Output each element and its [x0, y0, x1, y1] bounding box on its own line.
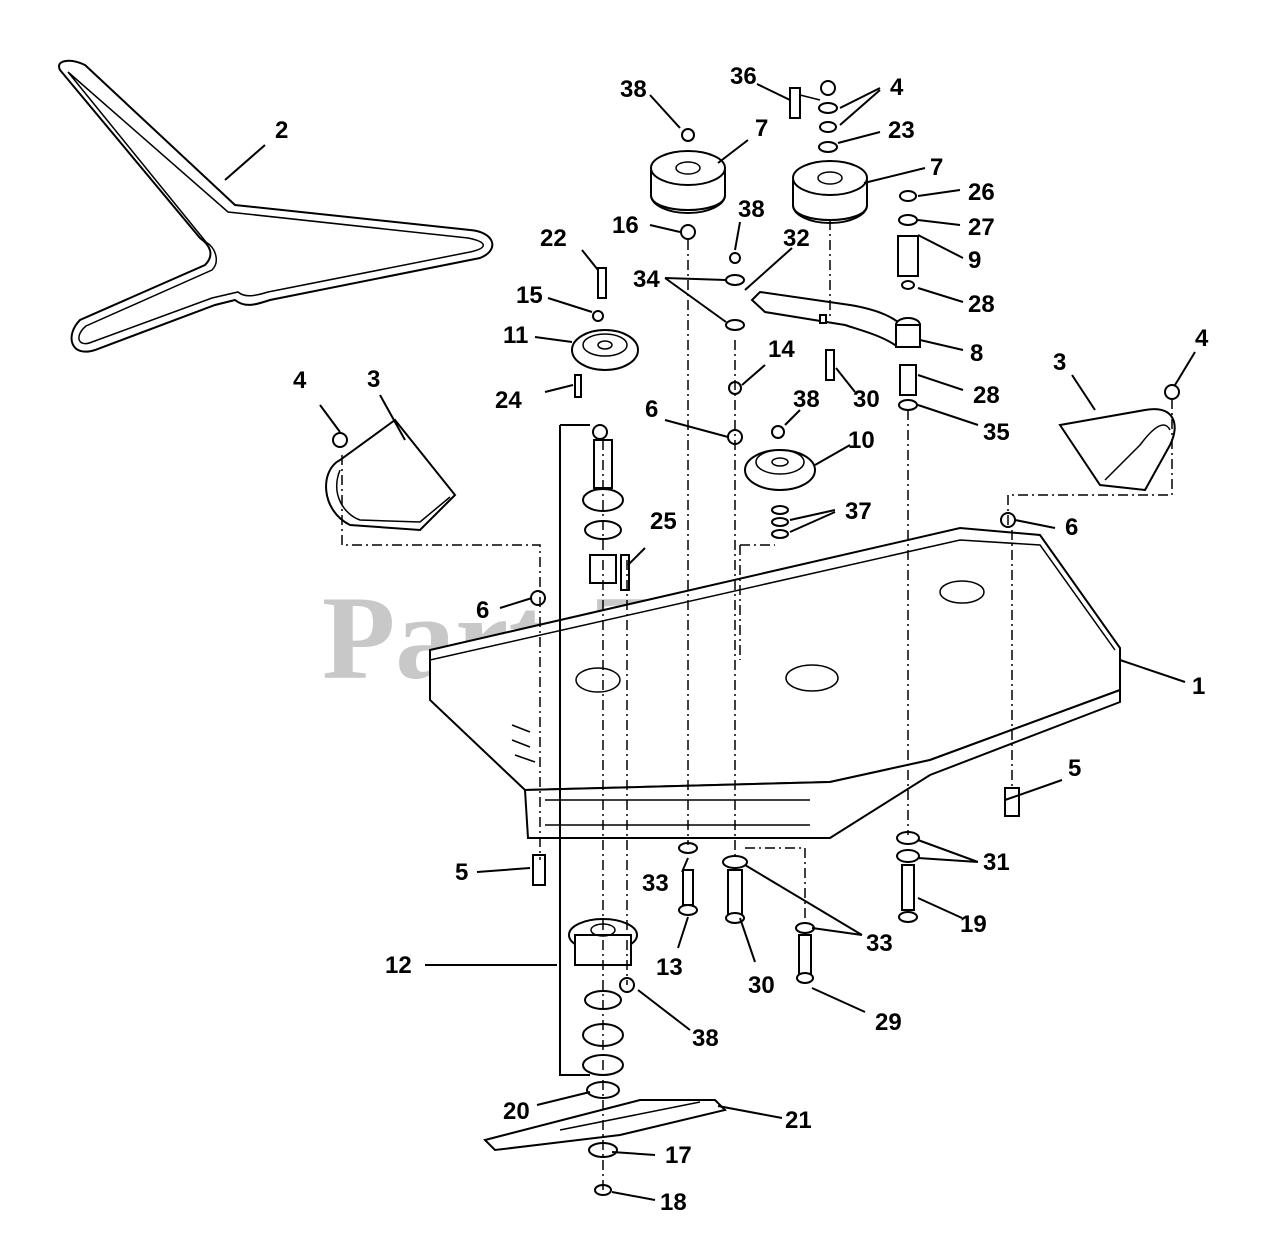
callout-33-left: 33 — [642, 870, 669, 897]
callout-4-top: 4 — [890, 74, 904, 101]
callout-3-left: 3 — [367, 366, 380, 393]
callout-3-right: 3 — [1053, 349, 1066, 376]
callout-24: 24 — [495, 387, 522, 414]
callout-6-center: 6 — [645, 396, 658, 423]
callout-21: 21 — [785, 1107, 812, 1134]
callout-38-top-center: 38 — [738, 196, 765, 223]
callout-20: 20 — [503, 1098, 530, 1125]
callout-32: 32 — [783, 225, 810, 252]
callout-30-bottom: 30 — [748, 972, 775, 999]
callout-37: 37 — [845, 498, 872, 525]
callout-35: 35 — [983, 419, 1010, 446]
callout-18: 18 — [660, 1189, 687, 1216]
idler-pulley-right — [792, 160, 868, 224]
callout-10: 10 — [848, 427, 875, 454]
callout-4-right: 4 — [1195, 325, 1209, 352]
callout-8: 8 — [970, 340, 983, 367]
callout-28-bottom: 28 — [973, 382, 1000, 409]
belt-cover-left — [325, 418, 457, 532]
callout-38-top-left: 38 — [620, 76, 647, 103]
callout-17: 17 — [665, 1142, 692, 1169]
callout-29: 29 — [875, 1009, 902, 1036]
leader-lines — [224, 83, 1196, 1201]
spindle-pulley-center — [744, 449, 816, 491]
assembly-lines — [341, 220, 1173, 1190]
idler-arm — [750, 290, 921, 348]
callout-9: 9 — [968, 247, 981, 274]
callout-33-right: 33 — [866, 930, 893, 957]
callout-1: 1 — [1192, 673, 1205, 700]
callout-14: 14 — [768, 336, 795, 363]
callout-2: 2 — [275, 117, 288, 144]
callout-31: 31 — [983, 849, 1010, 876]
callout-7-right: 7 — [930, 154, 943, 181]
callout-16: 16 — [612, 212, 639, 239]
callout-labels: 1 2 3 3 4 4 4 5 5 6 6 6 7 7 8 9 10 11 12… — [275, 63, 1209, 1216]
callout-15: 15 — [516, 282, 543, 309]
idler-pulley-left — [650, 150, 726, 214]
callout-11: 11 — [503, 322, 528, 349]
callout-30-top: 30 — [853, 386, 880, 413]
callout-6-right: 6 — [1065, 514, 1078, 541]
mower-blade — [483, 1099, 727, 1152]
callout-38-mid: 38 — [793, 386, 820, 413]
callout-36: 36 — [730, 63, 757, 90]
drive-belt — [58, 59, 494, 353]
callout-7-left: 7 — [755, 115, 768, 142]
callout-26: 26 — [968, 179, 995, 206]
callout-4-left: 4 — [293, 367, 307, 394]
callout-23: 23 — [888, 117, 915, 144]
callout-12: 12 — [385, 952, 412, 979]
callout-19: 19 — [960, 911, 987, 938]
callout-13: 13 — [656, 954, 683, 981]
callout-22: 22 — [540, 225, 567, 252]
callout-28-top: 28 — [968, 291, 995, 318]
callout-6-left: 6 — [476, 597, 489, 624]
callout-34: 34 — [633, 266, 660, 293]
callout-5-left: 5 — [455, 859, 468, 886]
callout-38-bottom: 38 — [692, 1025, 719, 1052]
callout-27: 27 — [968, 214, 995, 241]
callout-25: 25 — [650, 508, 677, 535]
belt-cover-right — [1058, 408, 1176, 492]
callout-5-right: 5 — [1068, 755, 1081, 782]
spindle-pulley-left — [571, 329, 639, 371]
